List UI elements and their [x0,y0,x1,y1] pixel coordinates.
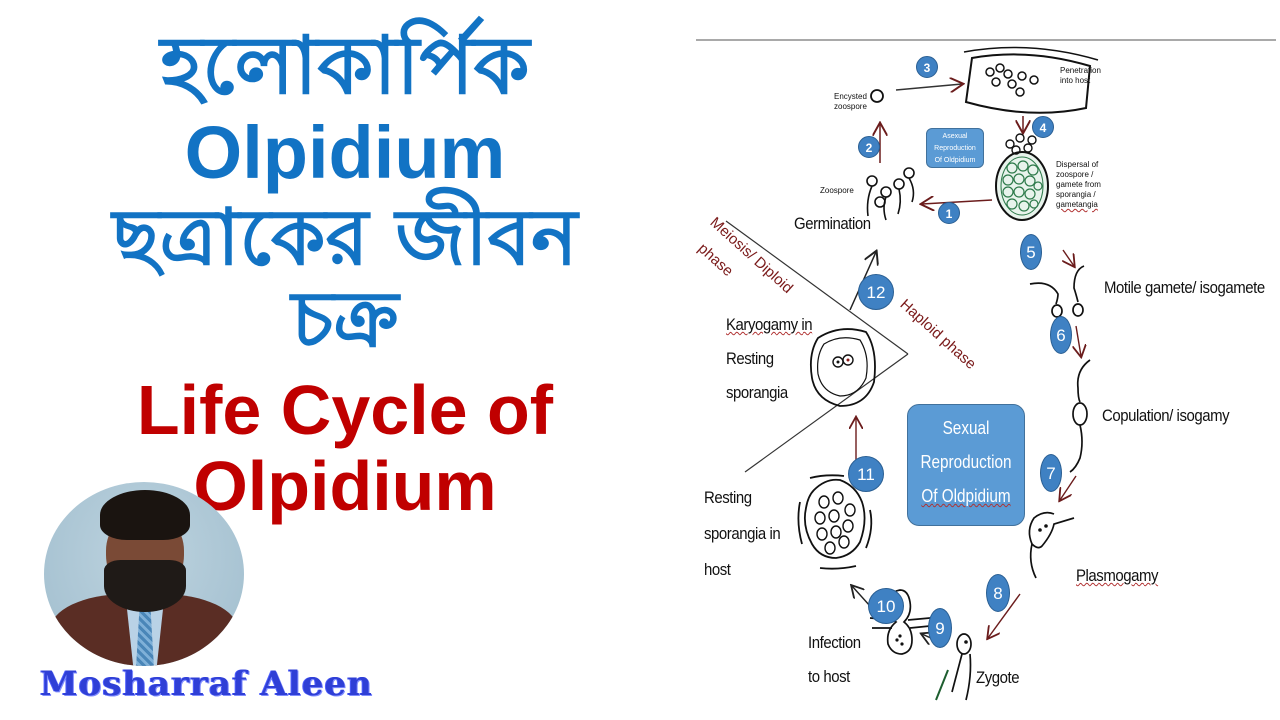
asexual-reproduction-box: Asexual Reproduction Of Oldpidium [926,128,984,168]
step-6-badge: 6 [1050,316,1072,354]
step-11-badge: 11 [848,456,884,492]
title-bengali-line1: হলোকার্পিক [160,19,530,112]
step-3-badge: 3 [916,56,938,78]
sexual-reproduction-box: Sexual Reproduction Of Oldpidium [907,404,1025,526]
label-penetration-into-host: Penetration into host [1060,66,1101,85]
label-dispersal: Dispersal of zoospore / gamete from spor… [1056,160,1101,209]
diagram-drawings [725,46,1099,701]
step-4-badge: 4 [1032,116,1054,138]
label-motile-gamete: Motile gamete/ isogamete [1104,278,1265,297]
title-bengali-line3: চক্র [291,275,399,365]
label-resting-sporangia-host: Resting sporangia in host [704,488,781,579]
label-encysted-zoospore: Encysted zoospore [834,92,867,111]
label-karyogamy: Karyogamy in Resting sporangia [726,315,813,402]
label-zoospore: Zoospore [820,186,854,195]
step-5-badge: 5 [1020,234,1042,270]
label-infection-to-host: Infection to host [808,633,861,686]
step-7-badge: 7 [1040,454,1062,492]
title-panel: হলোকার্পিক Olpidium ছত্রাকের জীবন চক্র L… [40,19,578,704]
life-cycle-diagram: 3 4 2 1 5 6 7 8 9 10 11 12 Asexual Repro… [690,40,1280,720]
step-12-badge: 12 [858,274,894,310]
label-germination: Germination [794,214,871,233]
step-1-badge: 1 [938,202,960,224]
step-9-badge: 9 [928,608,952,648]
author-signature: Mosharraf Aleen [40,664,373,704]
step-8-badge: 8 [986,574,1010,612]
title-life-cycle-red: Life Cycle of [136,371,554,449]
step-2-badge: 2 [858,136,880,158]
title-olpidium-red: Olpidium [193,447,497,525]
author-photo [44,482,244,666]
label-plasmogamy: Plasmogamy [1076,566,1159,585]
label-zygote: Zygote [976,668,1020,687]
title-olpidium-blue: Olpidium [184,111,506,194]
header-divider [696,39,1276,41]
step-10-badge: 10 [868,588,904,624]
title-bengali-line2: ছত্রাকের জীবন [112,193,578,283]
label-copulation: Copulation/ isogamy [1102,406,1230,425]
